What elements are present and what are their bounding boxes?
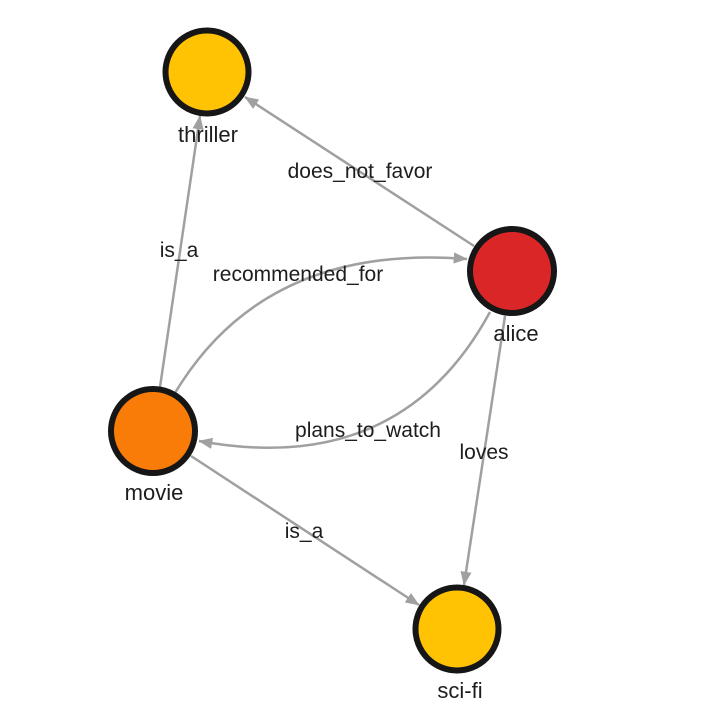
node-group-alice: alice (467, 226, 557, 346)
edge-label-plans_to_watch: plans_to_watch (295, 419, 441, 442)
edge-label-does_not_favor: does_not_favor (288, 160, 433, 183)
edge-label-loves: loves (459, 441, 508, 464)
node-movie[interactable] (108, 386, 198, 476)
node-label-alice: alice (493, 321, 538, 346)
node-scifi[interactable] (412, 584, 502, 674)
edge-alice-movie-plans_to_watch[interactable] (198, 311, 492, 449)
edge-movie-alice-recommended_for[interactable] (173, 252, 468, 394)
edge-label-is_a-top: is_a (160, 239, 199, 262)
node-group-thriller: thriller (162, 27, 252, 147)
edge-label-recommended_for: recommended_for (213, 263, 383, 286)
node-group-movie: movie (108, 386, 198, 505)
node-thriller[interactable] (162, 27, 252, 117)
edge-alice-scifi-loves[interactable] (460, 315, 507, 586)
node-group-scifi: sci-fi (412, 584, 502, 703)
edge-alice-thriller-does_not_favor[interactable] (244, 95, 475, 248)
edge-label-is_a-bottom: is_a (285, 520, 324, 543)
edge-movie-thriller-is_a[interactable] (158, 115, 204, 388)
edge-movie-scifi-is_a[interactable] (190, 454, 420, 607)
node-label-scifi: sci-fi (437, 678, 482, 703)
node-label-movie: movie (125, 480, 184, 505)
node-label-thriller: thriller (178, 122, 238, 147)
node-alice[interactable] (467, 226, 557, 316)
